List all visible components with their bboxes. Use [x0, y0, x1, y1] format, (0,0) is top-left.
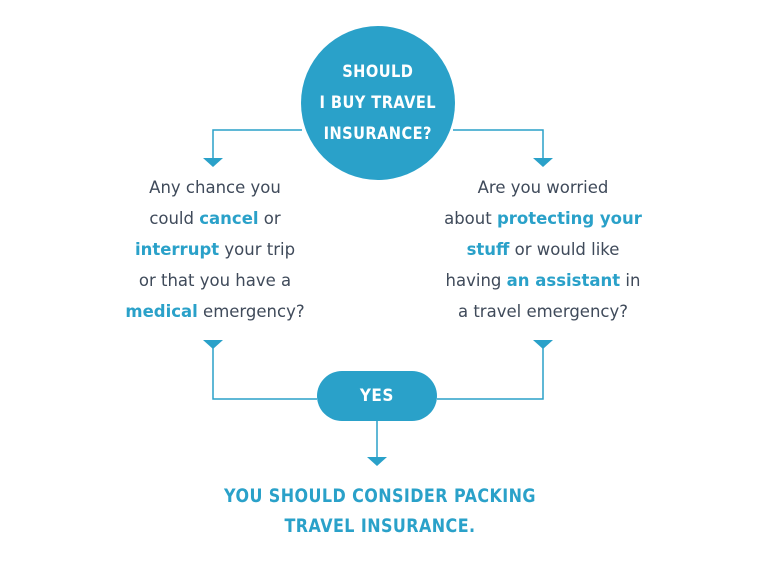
conclusion-line: YOU SHOULD CONSIDER PACKING	[224, 485, 536, 507]
highlighted-keyword: interrupt	[134, 240, 220, 259]
question-text: could	[149, 209, 200, 228]
question-right: Are you worried about protecting your stuf…	[418, 172, 668, 327]
connector-right-bottom	[437, 346, 544, 400]
start-node-line: SHOULD	[342, 61, 414, 82]
connector-left-bottom	[212, 346, 317, 400]
question-text: having	[445, 271, 507, 290]
connector-left-top	[212, 129, 302, 158]
question-text: Any chance you	[149, 178, 281, 197]
question-text: emergency?	[197, 302, 305, 321]
start-node-line: INSURANCE?	[323, 123, 433, 144]
question-text: Are you worried	[477, 178, 609, 197]
arrowhead-right-top	[533, 158, 553, 167]
conclusion-line: TRAVEL INSURANCE.	[284, 515, 476, 537]
start-node-label: SHOULD I BUY TRAVEL INSURANCE?	[320, 57, 437, 150]
highlighted-keyword: medical	[125, 302, 198, 321]
question-text: or	[258, 209, 281, 228]
yes-decision-node: YES	[317, 371, 437, 421]
arrowhead-right-bottom	[533, 340, 553, 349]
connector-right-top	[453, 129, 544, 158]
question-text: in	[620, 271, 641, 290]
question-left: Any chance you could cancel or interrupt y…	[100, 172, 330, 327]
highlighted-keyword: cancel	[199, 209, 259, 228]
highlighted-keyword: an assistant	[506, 271, 621, 290]
question-text: or that you have a	[138, 271, 292, 290]
conclusion-text: YOU SHOULD CONSIDER PACKING TRAVEL INSUR…	[195, 481, 565, 541]
start-node-circle: SHOULD I BUY TRAVEL INSURANCE?	[301, 26, 455, 180]
arrowhead-left-bottom	[203, 340, 223, 349]
start-node-line: I BUY TRAVEL	[319, 92, 437, 113]
arrowhead-left-top	[203, 158, 223, 167]
question-text: or would like	[509, 240, 620, 259]
highlighted-keyword: protecting your	[496, 209, 642, 228]
arrowhead-center	[367, 457, 387, 466]
highlighted-keyword: stuff	[466, 240, 510, 259]
question-text: a travel emergency?	[457, 302, 628, 321]
question-text: about	[444, 209, 497, 228]
question-text: your trip	[219, 240, 296, 259]
yes-label: YES	[360, 386, 394, 406]
